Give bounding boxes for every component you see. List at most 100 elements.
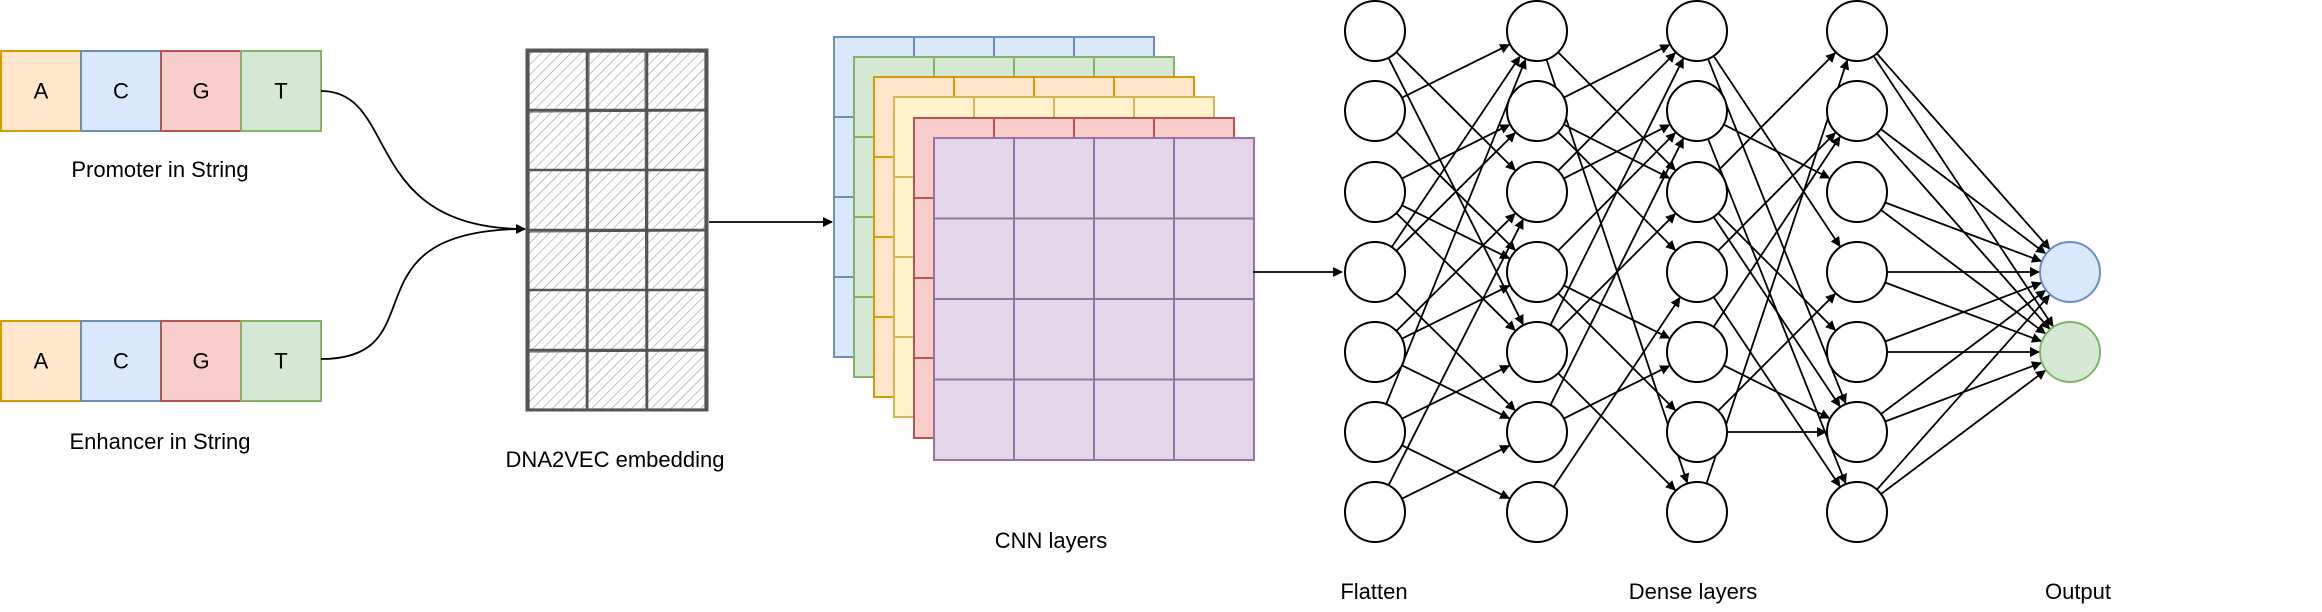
enhancer-label: Enhancer in String	[70, 429, 251, 454]
network-edges	[1385, 43, 2054, 500]
edge-l1-6-2	[1387, 218, 1524, 486]
edge-l3-2-0	[1717, 52, 1836, 172]
flatten-node-3	[1344, 161, 1406, 223]
enhancer-base-a-text: A	[34, 349, 49, 374]
embedding-grid	[525, 48, 709, 412]
flatten-node-2	[1344, 80, 1406, 142]
promoter-sequence: A C G T	[0, 50, 322, 132]
edge-out-5-0	[1880, 289, 2046, 415]
promoter-base-c: C	[80, 50, 162, 132]
edge-l3-2-5	[1712, 216, 1841, 408]
promoter-base-g: G	[160, 50, 242, 132]
flatten-node-7	[1344, 481, 1406, 543]
edge-l2-1-0	[1563, 44, 1671, 99]
enhancer-to-embedding-arrow	[320, 228, 526, 360]
dense-1-node-3	[1506, 161, 1568, 223]
edge-l3-1-2	[1723, 123, 1831, 179]
edge-l2-3-5	[1557, 292, 1676, 411]
dense-1-node-6	[1506, 401, 1568, 463]
promoter-base-c-text: C	[113, 79, 129, 104]
edge-l1-5-0	[1385, 58, 1527, 405]
edge-l2-4-0	[1549, 57, 1685, 326]
enhancer-base-g-box	[160, 320, 242, 402]
edge-l2-1-2	[1563, 123, 1671, 179]
edge-l2-3-4	[1563, 284, 1671, 339]
edge-l2-5-1	[1549, 137, 1685, 406]
enhancer-base-c-box	[80, 320, 162, 402]
network-nodes	[1344, 0, 2101, 543]
dense-3-node-4	[1826, 241, 1888, 303]
promoter-to-embedding-arrow	[320, 90, 526, 234]
promoter-base-a-text: A	[34, 79, 49, 104]
promoter-base-g-box	[160, 50, 242, 132]
embedding-label: DNA2VEC embedding	[506, 447, 725, 472]
dense-2-node-2	[1666, 80, 1728, 142]
edge-l3-4-1	[1712, 135, 1841, 328]
output-label: Output	[2045, 579, 2111, 604]
edge-l3-6-0	[1705, 59, 1850, 484]
dense-2-node-6	[1666, 401, 1728, 463]
enhancer-base-c-text: C	[113, 349, 129, 374]
promoter-base-t: T	[240, 50, 322, 132]
output-node-1	[2039, 241, 2101, 303]
dense-layers-label: Dense layers	[1629, 579, 1757, 604]
edge-l2-6-3	[1552, 296, 1681, 488]
enhancer-base-c: C	[80, 320, 162, 402]
dense-2-node-7	[1666, 481, 1728, 543]
enhancer-base-g-text: G	[192, 349, 209, 374]
edge-out-4-0	[1884, 281, 2042, 343]
edge-l2-2-0	[1557, 52, 1676, 172]
flatten-node-5	[1344, 321, 1406, 383]
edge-out-0-0	[1876, 52, 2051, 250]
flatten-label: Flatten	[1340, 579, 1407, 604]
enhancer-base-t-text: T	[274, 349, 287, 374]
cnn-layer-6	[933, 137, 1255, 461]
edge-l3-4-5	[1723, 364, 1831, 419]
edge-out-6-1	[1880, 369, 2046, 495]
enhancer-base-t-box	[240, 320, 322, 402]
enhancer-base-a-box	[0, 320, 82, 402]
dense-1-node-5	[1506, 321, 1568, 383]
embedding-matrix	[525, 48, 709, 412]
edge-l1-3-0	[1390, 55, 1521, 248]
dense-3-node-3	[1826, 161, 1888, 223]
dense-3-node-5	[1826, 321, 1888, 383]
edge-out-1-0	[1880, 128, 2047, 255]
dense-3-node-1	[1826, 0, 1888, 62]
promoter-base-g-text: G	[192, 79, 209, 104]
promoter-base-c-box	[80, 50, 162, 132]
edge-l1-4-3	[1401, 284, 1511, 340]
edge-l1-1-0	[1401, 43, 1511, 99]
enhancer-sequence: A C G T	[0, 320, 322, 402]
edge-out-2-0	[1884, 201, 2042, 263]
output-node-2	[2039, 321, 2101, 383]
enhancer-base-a: A	[0, 320, 82, 402]
dense-2-node-4	[1666, 241, 1728, 303]
dense-1-node-4	[1506, 241, 1568, 303]
cnn-label: CNN layers	[995, 528, 1107, 553]
edge-l1-6-5	[1401, 444, 1511, 500]
edge-out-6-0	[1876, 294, 2051, 491]
cnn-layer-stack	[833, 36, 1255, 461]
dense-2-node-5	[1666, 321, 1728, 383]
dense-3-node-6	[1826, 401, 1888, 463]
edge-l1-5-4	[1401, 364, 1511, 420]
dense-3-node-7	[1826, 481, 1888, 543]
dense-1-node-2	[1506, 80, 1568, 142]
dense-1-node-7	[1506, 481, 1568, 543]
edge-l1-0-4	[1387, 57, 1524, 326]
dense-2-node-3	[1666, 161, 1728, 223]
promoter-base-a-box	[0, 50, 82, 132]
edge-l1-0-2	[1395, 51, 1516, 171]
flatten-node-6	[1344, 401, 1406, 463]
dense-2-node-1	[1666, 0, 1728, 62]
promoter-label: Promoter in String	[71, 157, 248, 182]
edge-l2-4-6	[1557, 372, 1676, 491]
flatten-node-1	[1344, 0, 1406, 62]
flatten-node-4	[1344, 241, 1406, 303]
edge-l1-2-4	[1395, 212, 1516, 331]
enhancer-base-g: G	[160, 320, 242, 402]
edge-l3-5-3	[1717, 293, 1836, 412]
dense-3-node-2	[1826, 80, 1888, 142]
